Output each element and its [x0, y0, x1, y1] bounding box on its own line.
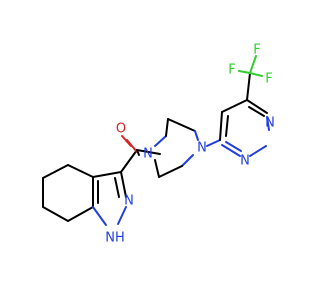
pyrimidine-ring [206, 99, 270, 157]
nitrogen-atom-piperazine-left: N [143, 147, 153, 162]
nitrogen-atom-pyrimidine-top: N [265, 116, 275, 131]
nitrogen-atom-pyrimidine-bottom: N [240, 154, 250, 169]
fluorine-atom-top: F [253, 43, 260, 58]
pyrazole-ring [92, 171, 127, 226]
nh-atom-indazole: NH [105, 231, 125, 246]
carbonyl-group [120, 135, 161, 173]
trifluoromethyl-group [238, 55, 263, 101]
cyclohexane-ring [42, 164, 94, 222]
nitrogen-atom-indazole: N [124, 194, 134, 209]
molecule-diagram: O N N N N N NH F F F [42, 43, 275, 246]
oxygen-atom: O [116, 122, 126, 137]
piperazine-ring [154, 118, 199, 178]
structure-svg: O N N N N N NH F F F [42, 43, 275, 246]
fluorine-atom-left: F [228, 63, 235, 78]
fluorine-atom-right: F [265, 72, 272, 87]
nitrogen-atom-piperazine-right: N [197, 141, 207, 156]
